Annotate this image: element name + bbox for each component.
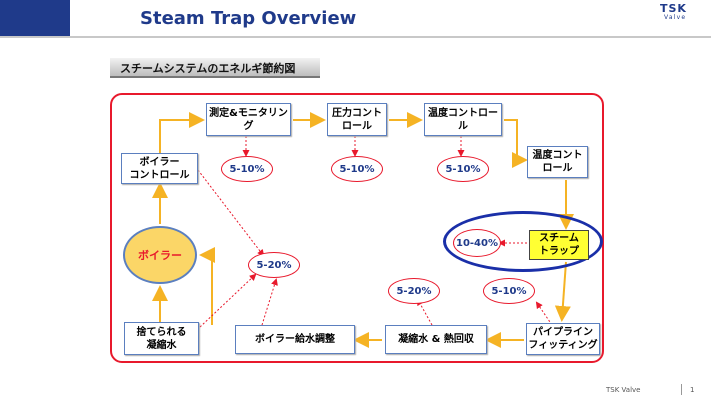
- header-bar: Steam Trap Overview TSK Valve: [0, 0, 711, 40]
- section-heading: スチームシステムのエネルギ節約図: [110, 58, 320, 78]
- savings-condensate: 5-20%: [388, 278, 440, 304]
- dotted-pipeline: [535, 301, 553, 326]
- arrow-trap-to-pipeline: [554, 261, 571, 322]
- steam-trap-box: スチームトラップ: [529, 230, 589, 260]
- footer-company: TSK Valve: [606, 386, 641, 394]
- arrow-temp-to-temp2: [504, 119, 528, 168]
- brand-block: [0, 0, 70, 36]
- discarded-condensate-box: 捨てられる凝縮水: [124, 322, 199, 355]
- arrow-control-to-measure: [159, 112, 205, 153]
- section-heading-text: スチームシステムのエネルギ節約図: [120, 62, 296, 75]
- boiler-control-box: ボイラーコントロール: [121, 153, 198, 184]
- arrow-feed-to-boiler: [199, 247, 215, 325]
- diagram-frame: [110, 93, 604, 363]
- footer-divider: [681, 384, 682, 395]
- pipeline-fitting-box: パイプラインフィッティング: [526, 323, 600, 355]
- boiler-node: ボイラー: [123, 226, 197, 284]
- savings-pipeline: 5-10%: [483, 278, 535, 304]
- dotted-feed-to-feed-savings: [261, 278, 278, 326]
- boiler-feed-box: ボイラー給水調整: [235, 325, 355, 354]
- condensate-recovery-box: 凝縮水 & 熱回収: [385, 325, 487, 354]
- dotted-control-to-feed-savings: [197, 169, 265, 257]
- dotted-condensate: [417, 298, 433, 326]
- temperature-control-right-box: 温度コントロール: [527, 146, 588, 178]
- savings-temperature: 5-10%: [437, 156, 489, 182]
- savings-boiler-feed: 5-20%: [248, 252, 300, 278]
- savings-pressure: 5-10%: [331, 156, 383, 182]
- temperature-control-box: 温度コントロール: [424, 103, 502, 136]
- company-logo-sub: Valve: [664, 14, 687, 21]
- pressure-control-box: 圧力コントロール: [327, 103, 387, 136]
- page-number: 1: [690, 386, 695, 394]
- page-title: Steam Trap Overview: [140, 8, 357, 29]
- header-divider: [0, 36, 711, 38]
- steam-trap-highlight: [443, 211, 603, 272]
- measure-monitor-box: 測定&モニタリング: [206, 103, 291, 136]
- company-logo: TSK: [660, 2, 687, 15]
- dotted-discard-to-feed-savings: [199, 273, 257, 328]
- savings-steam-trap: 10-40%: [453, 229, 501, 257]
- savings-measure: 5-10%: [221, 156, 273, 182]
